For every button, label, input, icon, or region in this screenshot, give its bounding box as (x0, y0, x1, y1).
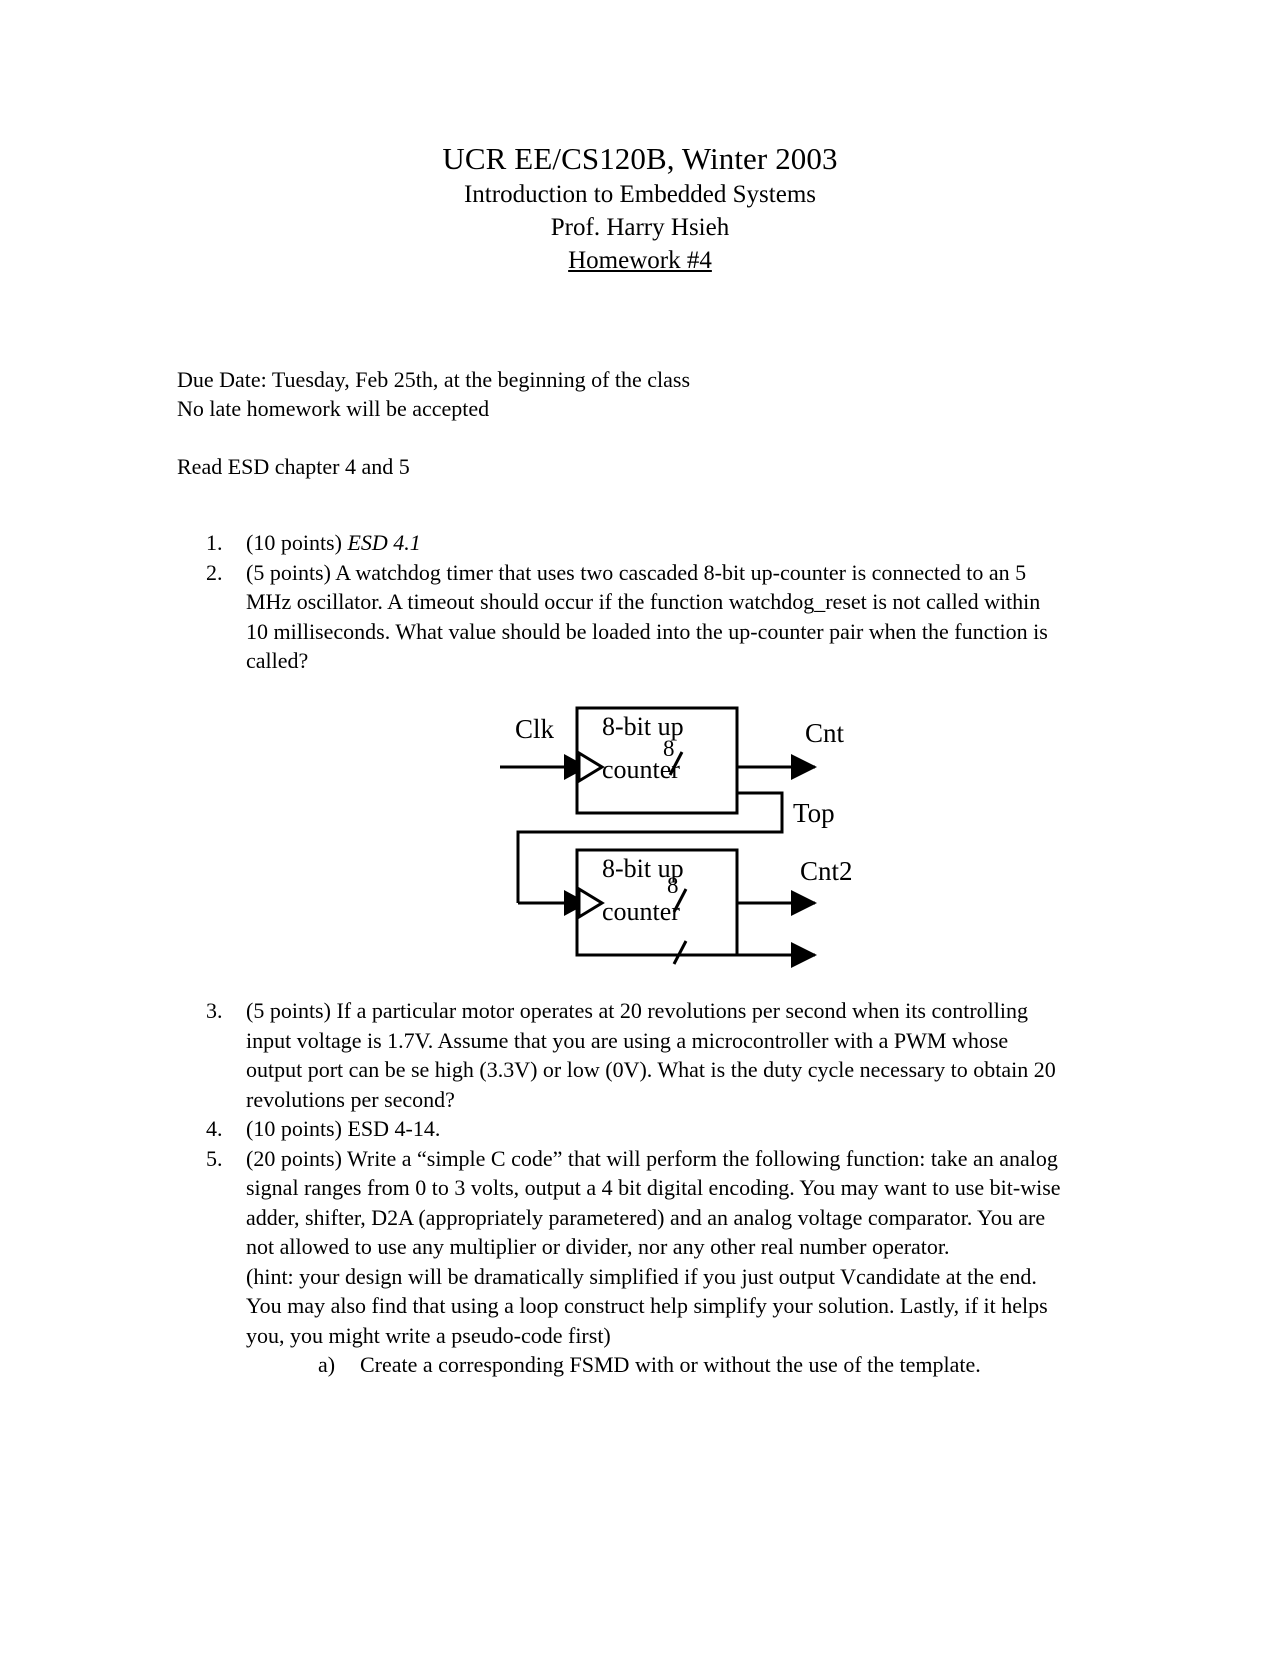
late-policy-line: No late homework will be accepted (177, 396, 490, 421)
question-body: (20 points) Write a “simple C code” that… (246, 1144, 1066, 1380)
question-number: 2. (206, 559, 223, 585)
question-number: 3. (206, 998, 223, 1023)
subitem-text: Create a corresponding FSMD with or with… (360, 1352, 981, 1377)
counter-block-1-outline (575, 706, 739, 815)
cnt-label: Cnt (805, 718, 845, 748)
question-number: 1. (206, 530, 223, 555)
question-item-1: 1. (10 points) ESD 4.1 (206, 528, 1066, 558)
question-item-4: 4. (10 points) ESD 4-14. (206, 1114, 1066, 1144)
question-text: (10 points) ESD 4.1 (246, 528, 1066, 558)
block1-line2: counter (602, 755, 680, 784)
question-item-3: 3. (5 points) If a particular motor oper… (206, 996, 1066, 1114)
lower-output-arrowhead (791, 942, 817, 968)
question-5-subitem-a: a) Create a corresponding FSMD with or w… (318, 1350, 1066, 1380)
question-text: (5 points) A watchdog timer that uses tw… (246, 559, 1048, 674)
cnt-arrowhead (791, 754, 817, 780)
reading-line: Read ESD chapter 4 and 5 (177, 454, 410, 479)
cnt2-bus-slash (672, 888, 688, 913)
clock-input-triangle-1 (577, 750, 605, 784)
clock-input-triangle-2 (577, 886, 605, 920)
intro-spacer (177, 423, 1077, 452)
cnt-bus-width-label: 8 (663, 736, 675, 761)
cnt2-label: Cnt2 (800, 856, 853, 886)
subitem-label: a) (318, 1352, 336, 1377)
question-list-bottom: 3. (5 points) If a particular motor oper… (206, 996, 1066, 1380)
intro-block: Due Date: Tuesday, Feb 25th, at the begi… (177, 365, 1077, 481)
question-text: (5 points) If a particular motor operate… (246, 998, 1056, 1112)
question-item-2: 2. (5 points) A watchdog timer that uses… (206, 558, 1066, 676)
question-1-reference: ESD 4.1 (347, 530, 421, 555)
document-header: UCR EE/CS120B, Winter 2003 Introduction … (0, 140, 1280, 277)
clk-arrowhead (564, 754, 588, 780)
question-text: (10 points) ESD 4-14. (246, 1116, 441, 1141)
assignment-name: Homework #4 (568, 247, 712, 274)
cascaded-counter-diagram: Clk 8-bit up counter 8-bit up counter 8 … (460, 690, 920, 990)
question-list-top: 1. (10 points) ESD 4.1 2. (5 points) A w… (206, 528, 1066, 676)
question-1-points: (10 points) (246, 530, 348, 555)
block2-line2: counter (602, 897, 680, 926)
lower-bus-slash (672, 940, 688, 965)
cnt2-arrowhead (791, 890, 817, 916)
question-5-text: (20 points) Write a “simple C code” that… (246, 1145, 1061, 1260)
block2-clk-arrowhead (564, 890, 588, 916)
question-item-5: 5. (20 points) Write a “simple C code” t… (206, 1144, 1066, 1380)
instructor-name: Prof. Harry Hsieh (550, 214, 730, 241)
clk-label: Clk (515, 714, 555, 744)
due-date-line: Due Date: Tuesday, Feb 25th, at the begi… (177, 367, 691, 392)
block1-line1: 8-bit up (602, 712, 684, 741)
cnt2-bus-width-label: 8 (667, 873, 679, 898)
top-label: Top (793, 798, 835, 828)
question-5-hint: (hint: your design will be dramatically … (246, 1263, 1048, 1348)
top-feedback-wire (516, 791, 784, 903)
block2-line1: 8-bit up (602, 854, 684, 883)
course-subtitle: Introduction to Embedded Systems (463, 181, 817, 208)
page-title: UCR EE/CS120B, Winter 2003 (442, 141, 838, 176)
question-number: 4. (206, 1116, 223, 1141)
cnt-bus-slash (668, 751, 684, 776)
question-number: 5. (206, 1145, 223, 1171)
